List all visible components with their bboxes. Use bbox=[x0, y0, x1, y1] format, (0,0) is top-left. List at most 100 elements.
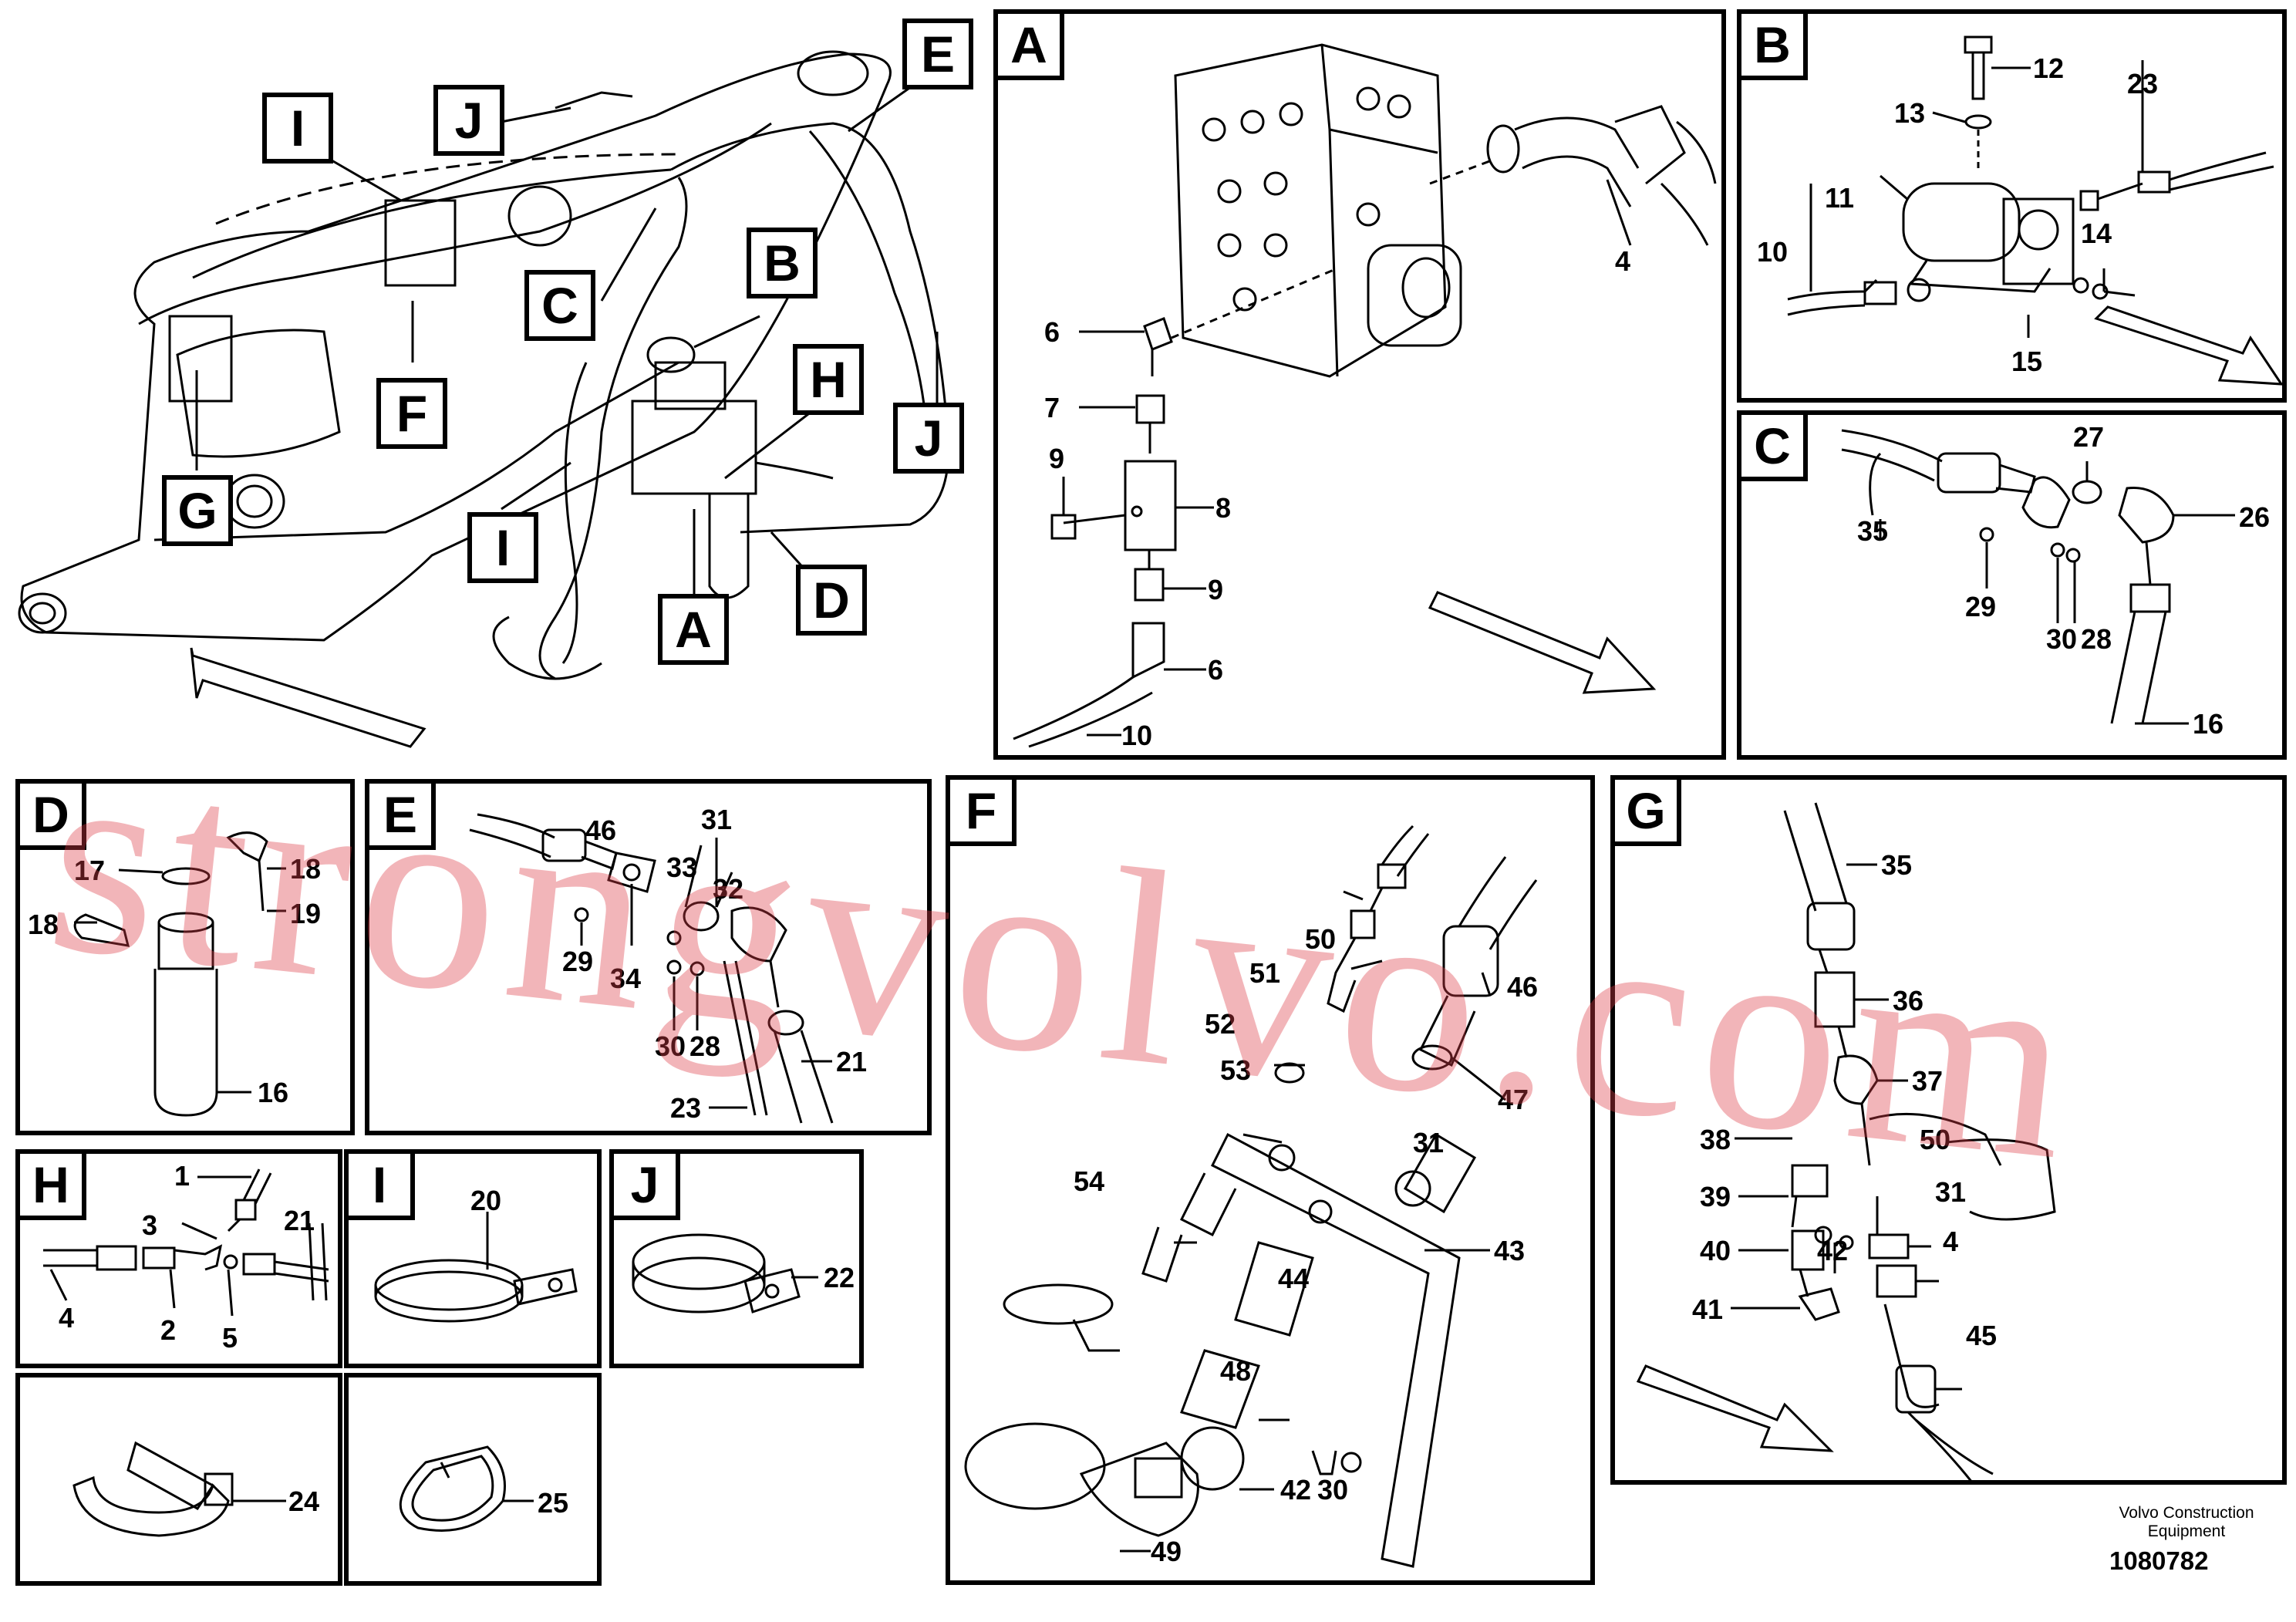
callout-f-48: 48 bbox=[1220, 1355, 1252, 1387]
callout-e-32: 32 bbox=[713, 873, 744, 905]
footer-company: Volvo Construction Equipment bbox=[2119, 1504, 2254, 1541]
callout-g-35: 35 bbox=[1881, 849, 1913, 881]
overview-view: E J I C B H F G I J A D bbox=[0, 0, 987, 764]
overview-leader-lines bbox=[0, 0, 987, 764]
callout-a-7: 7 bbox=[1044, 392, 1060, 423]
callout-g-40: 40 bbox=[1700, 1235, 1731, 1266]
overview-key-h[interactable]: H bbox=[793, 344, 864, 415]
detail-panel-b: B 12 13 23 11 14 10 15 bbox=[1737, 9, 2287, 403]
callout-f-31: 31 bbox=[1413, 1127, 1445, 1158]
panel-label-g: G bbox=[1615, 780, 1681, 846]
overview-key-c[interactable]: C bbox=[524, 270, 595, 341]
callout-b-23: 23 bbox=[2127, 68, 2159, 99]
detail-panel-f: F bbox=[946, 775, 1595, 1585]
callout-d-17: 17 bbox=[74, 855, 106, 886]
callout-f-46: 46 bbox=[1507, 971, 1539, 1003]
callout-a-9-right: 9 bbox=[1208, 574, 1224, 605]
detail-panel-e: E 46 31 33 32 29 34 30 28 21 23 bbox=[365, 779, 932, 1135]
overview-key-j-top[interactable]: J bbox=[433, 85, 504, 156]
callout-f-43: 43 bbox=[1494, 1235, 1526, 1266]
callout-b-13: 13 bbox=[1894, 97, 1926, 129]
callout-a-10: 10 bbox=[1121, 720, 1153, 751]
panel-label-h: H bbox=[20, 1154, 86, 1220]
callout-a-6-top: 6 bbox=[1044, 316, 1060, 348]
callout-g-45: 45 bbox=[1966, 1320, 1998, 1351]
detail-panel-cable-tie: 24 bbox=[15, 1373, 342, 1586]
callout-f-42: 42 bbox=[1280, 1474, 1312, 1506]
detail-panel-g: G 35 bbox=[1610, 775, 2287, 1485]
callout-f-51: 51 bbox=[1249, 957, 1281, 989]
callout-c-16: 16 bbox=[2193, 708, 2224, 740]
panel-label-a: A bbox=[998, 14, 1064, 80]
panel-label-c: C bbox=[1741, 415, 1808, 481]
callout-c-26: 26 bbox=[2239, 501, 2271, 533]
overview-key-i-top[interactable]: I bbox=[262, 93, 333, 164]
callout-b-12: 12 bbox=[2033, 52, 2065, 84]
callout-24: 24 bbox=[288, 1485, 320, 1517]
callout-a-8: 8 bbox=[1215, 492, 1232, 524]
panel-label-f: F bbox=[950, 780, 1017, 846]
detail-panel-d: D 17 18 18 19 16 bbox=[15, 779, 355, 1135]
callout-e-31: 31 bbox=[701, 804, 733, 835]
cable-strap-drawing bbox=[349, 1378, 597, 1581]
callout-g-41: 41 bbox=[1692, 1293, 1724, 1325]
detail-panel-h: H 1 3 21 4 2 5 bbox=[15, 1149, 342, 1368]
overview-key-e[interactable]: E bbox=[902, 19, 973, 89]
panel-a-drawing bbox=[998, 14, 1721, 755]
panel-label-b: B bbox=[1741, 14, 1808, 80]
callout-e-34: 34 bbox=[610, 963, 642, 994]
panel-label-i: I bbox=[349, 1154, 415, 1220]
panel-b-drawing bbox=[1741, 14, 2282, 398]
callout-d-16: 16 bbox=[258, 1077, 289, 1108]
panel-d-drawing bbox=[20, 784, 350, 1131]
callout-a-6-bottom: 6 bbox=[1208, 654, 1224, 686]
panel-c-drawing bbox=[1741, 415, 2282, 755]
callout-f-54: 54 bbox=[1074, 1165, 1105, 1197]
callout-b-14: 14 bbox=[2081, 218, 2112, 249]
callout-f-30: 30 bbox=[1317, 1474, 1349, 1506]
callout-j-22: 22 bbox=[824, 1262, 855, 1293]
callout-d-18-right: 18 bbox=[290, 853, 322, 885]
callout-a-4: 4 bbox=[1615, 245, 1631, 277]
overview-key-j-right[interactable]: J bbox=[893, 403, 964, 474]
panel-label-e: E bbox=[369, 784, 436, 850]
callout-g-31: 31 bbox=[1935, 1176, 1967, 1208]
callout-e-46: 46 bbox=[585, 814, 617, 846]
panel-j-drawing bbox=[614, 1154, 859, 1364]
overview-key-i-bottom[interactable]: I bbox=[467, 512, 538, 583]
overview-key-g[interactable]: G bbox=[162, 475, 233, 546]
panel-g-drawing bbox=[1615, 780, 2282, 1480]
overview-key-d[interactable]: D bbox=[796, 565, 867, 636]
callout-f-53: 53 bbox=[1220, 1054, 1252, 1086]
callout-f-50: 50 bbox=[1305, 923, 1337, 955]
footer-doc-number: 1080782 bbox=[2109, 1546, 2209, 1575]
callout-g-4: 4 bbox=[1943, 1226, 1959, 1257]
panel-label-j: J bbox=[614, 1154, 680, 1220]
callout-g-37: 37 bbox=[1912, 1065, 1944, 1097]
callout-b-15: 15 bbox=[2011, 346, 2043, 377]
callout-h-3: 3 bbox=[142, 1209, 158, 1241]
detail-panel-i: I 20 bbox=[344, 1149, 602, 1368]
callout-d-19: 19 bbox=[290, 898, 322, 929]
callout-i-20: 20 bbox=[470, 1185, 502, 1216]
callout-g-36: 36 bbox=[1893, 985, 1924, 1017]
callout-c-28: 28 bbox=[2081, 623, 2112, 655]
detail-panel-c: C 27 35 26 29 30 28 16 bbox=[1737, 410, 2287, 760]
overview-machine-drawing bbox=[0, 0, 987, 764]
callout-f-47: 47 bbox=[1498, 1084, 1529, 1115]
cable-tie-drawing bbox=[20, 1378, 338, 1581]
callout-h-4: 4 bbox=[59, 1302, 75, 1334]
overview-key-f[interactable]: F bbox=[376, 378, 447, 449]
callout-g-42: 42 bbox=[1817, 1235, 1849, 1266]
overview-key-a[interactable]: A bbox=[658, 594, 729, 665]
callout-f-49: 49 bbox=[1151, 1536, 1182, 1567]
callout-g-50: 50 bbox=[1920, 1124, 1951, 1155]
callout-h-1: 1 bbox=[174, 1160, 190, 1192]
callout-f-52: 52 bbox=[1205, 1008, 1236, 1040]
panel-h-drawing bbox=[20, 1154, 338, 1364]
overview-key-b[interactable]: B bbox=[747, 228, 818, 298]
panel-label-d: D bbox=[20, 784, 86, 850]
callout-e-28: 28 bbox=[689, 1030, 721, 1062]
callout-a-9-left: 9 bbox=[1049, 443, 1065, 474]
callout-e-30: 30 bbox=[655, 1030, 686, 1062]
